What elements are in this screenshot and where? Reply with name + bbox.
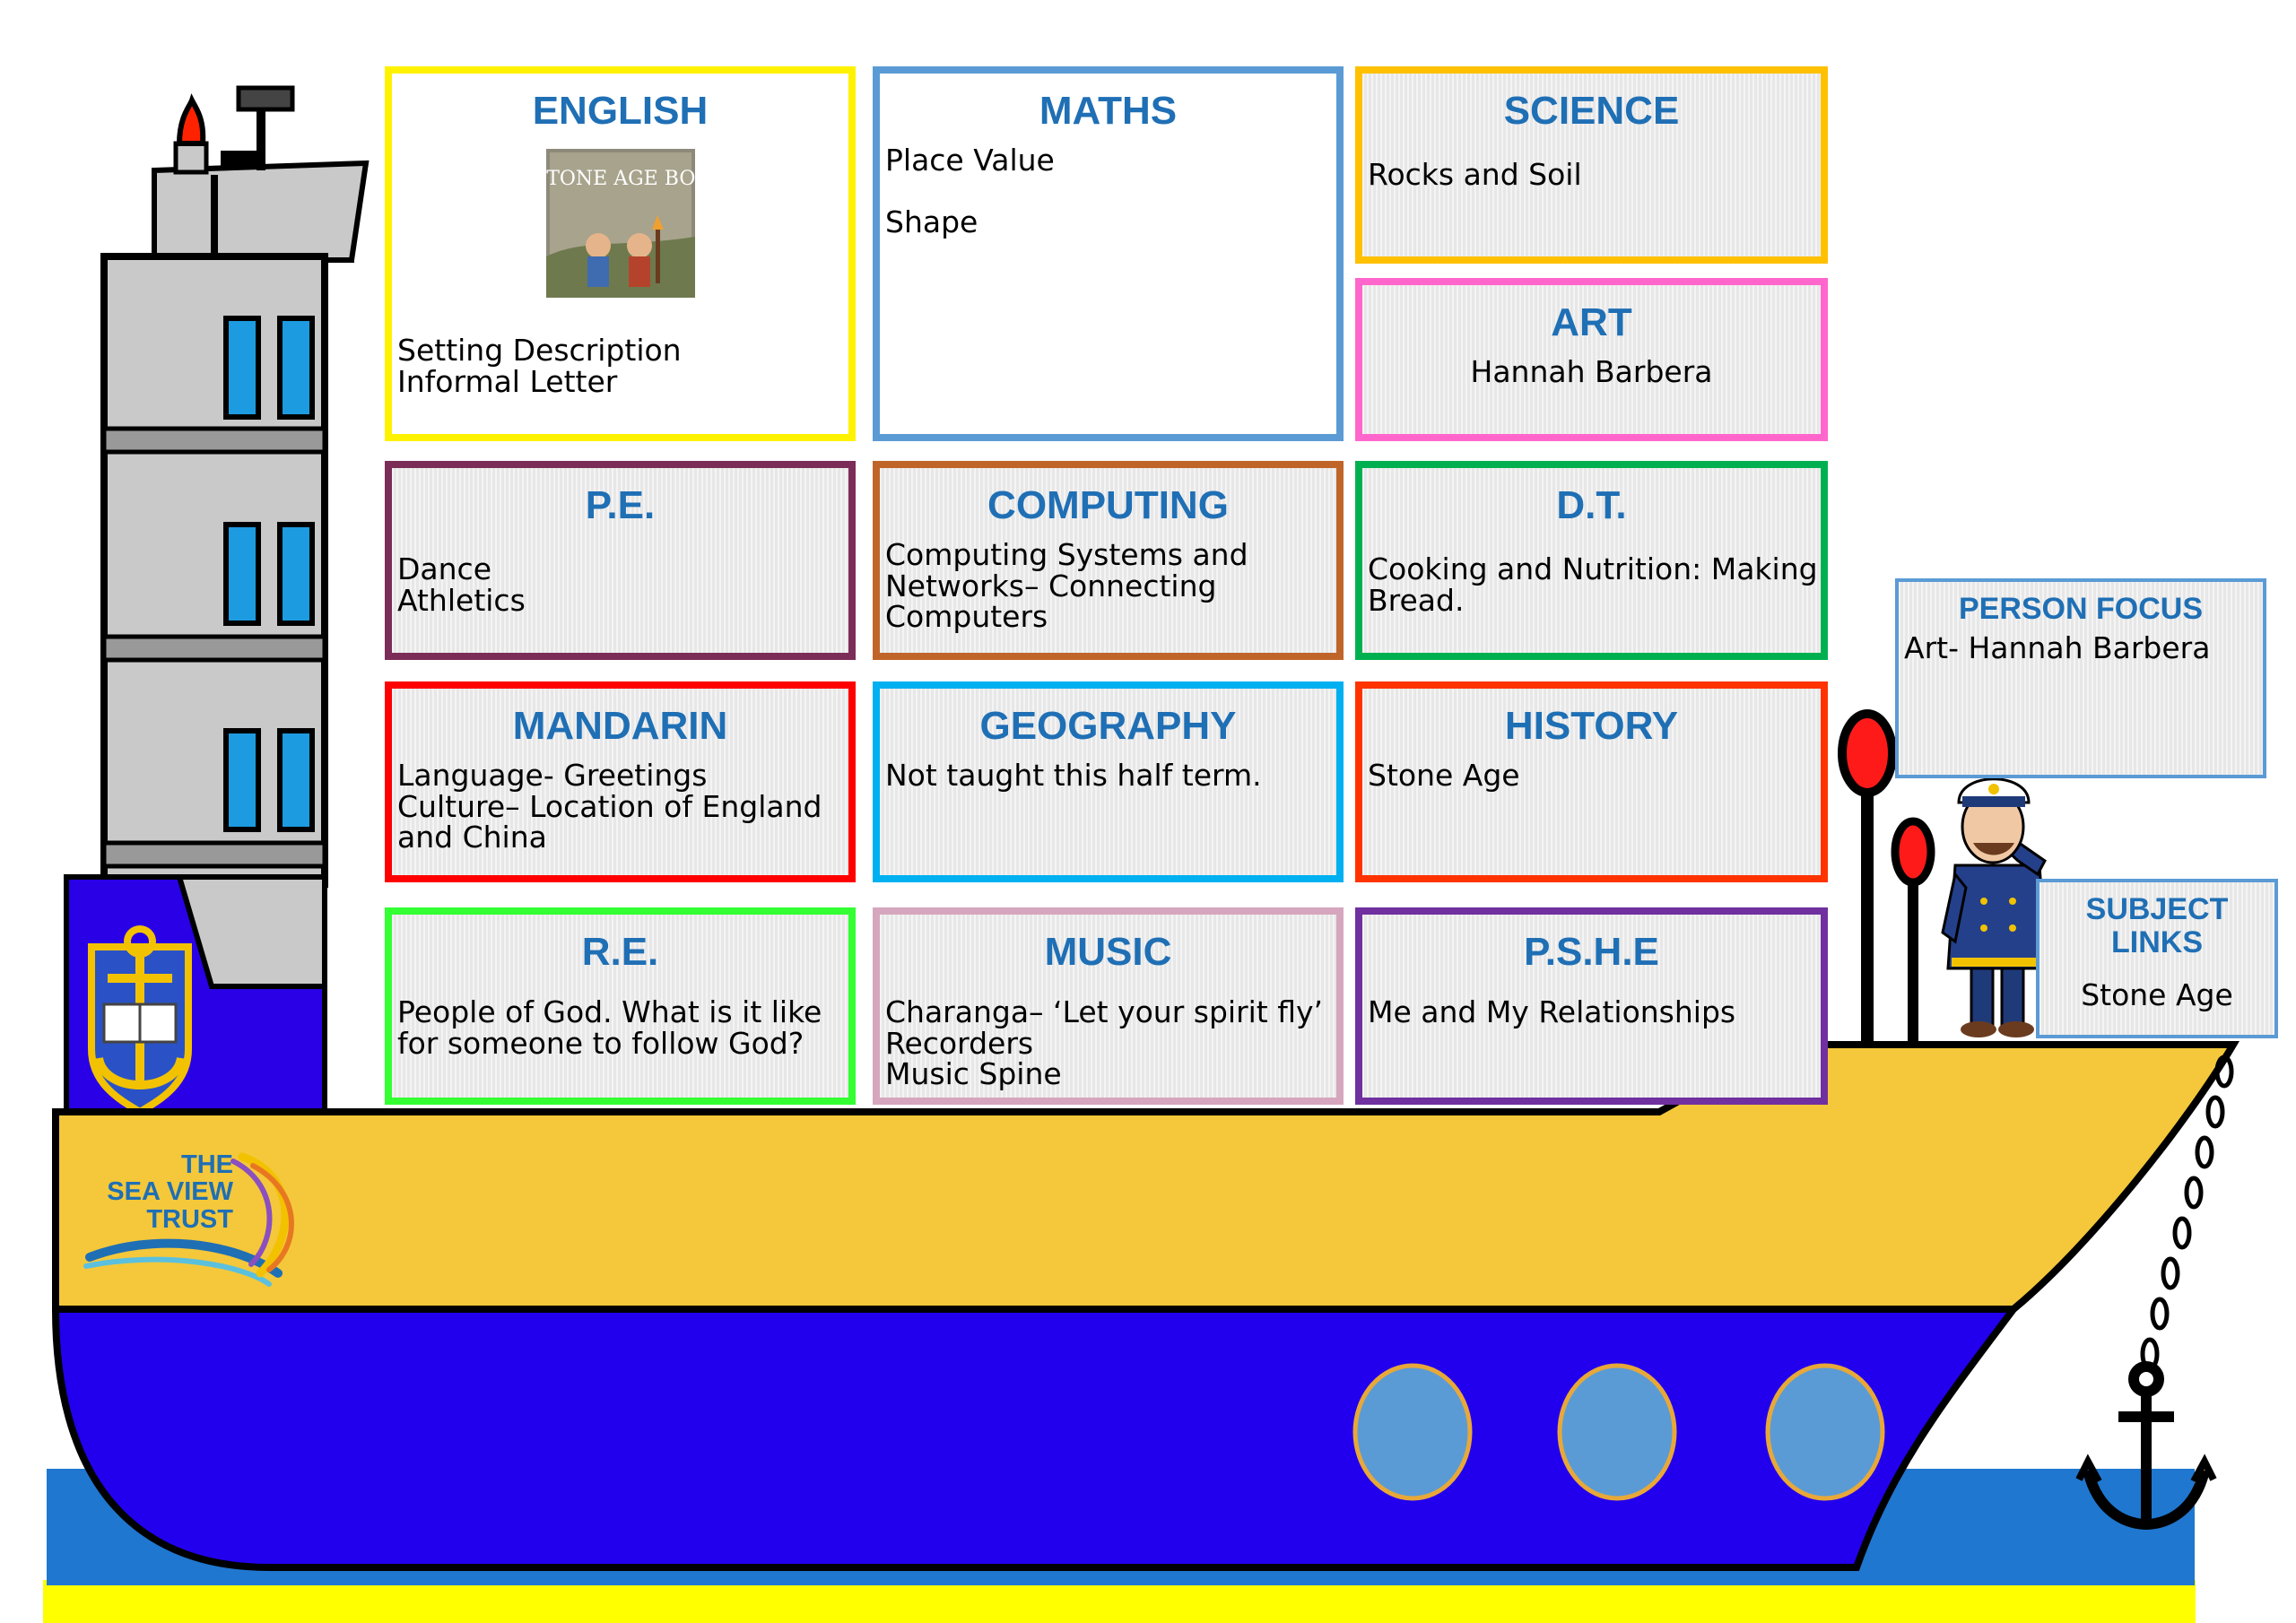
bow-masts <box>1838 709 1935 1045</box>
sea-view-trust-logo <box>83 1152 294 1287</box>
music-line: Music Spine <box>885 1056 1062 1092</box>
maths-box: MATHS Place Value Shape <box>873 66 1344 441</box>
music-line: Charanga– ‘Let your spirit fly’ <box>885 994 1324 1030</box>
subject-links-box: SUBJECT LINKS Stone Age <box>2036 879 2278 1038</box>
mandarin-box: MANDARIN Language- Greetings Culture– Lo… <box>385 681 856 882</box>
computing-line: Computing Systems and <box>885 537 1248 573</box>
english-line: Informal Letter <box>397 363 618 399</box>
science-title: SCIENCE <box>1503 89 1680 133</box>
person-focus-box: PERSON FOCUS Art- Hannah Barbera <box>1895 578 2266 778</box>
pshe-box: P.S.H.E Me and My Relationships <box>1355 907 1828 1105</box>
music-line: Recorders <box>885 1025 1034 1061</box>
dt-title: D.T. <box>1556 483 1627 527</box>
mandarin-line: Language- Greetings <box>397 758 708 794</box>
dt-line: Bread. <box>1368 582 1465 618</box>
computing-line: Computers <box>885 599 1048 635</box>
music-box: MUSIC Charanga– ‘Let your spirit fly’ Re… <box>873 907 1344 1105</box>
history-line: Stone Age <box>1368 758 1520 794</box>
art-box: ART Hannah Barbera <box>1355 278 1828 441</box>
ground-strip <box>43 1580 2196 1623</box>
mandarin-title: MANDARIN <box>512 704 728 748</box>
mandarin-line: Culture– Location of England <box>397 788 822 824</box>
dt-box: D.T. Cooking and Nutrition: Making Bread… <box>1355 461 1828 660</box>
english-title: ENGLISH <box>532 89 709 133</box>
geography-title: GEOGRAPHY <box>979 704 1237 748</box>
logo-line: THE <box>181 1150 233 1179</box>
science-line: Rocks and Soil <box>1368 157 1582 193</box>
person-focus-line: Art- Hannah Barbera <box>1904 630 2211 666</box>
pe-title: P.E. <box>585 483 656 527</box>
captain-figure <box>1941 777 2048 1037</box>
music-title: MUSIC <box>1044 930 1172 974</box>
computing-box: COMPUTING Computing Systems and Networks… <box>873 461 1344 660</box>
history-box: HISTORY Stone Age <box>1355 681 1828 882</box>
hull-lower <box>51 1306 2022 1571</box>
portholes <box>1352 1363 1885 1501</box>
pe-line: Dance <box>397 551 491 587</box>
book-cover-image: STONE AGE BOY <box>545 149 695 299</box>
re-line: People of God. What is it like <box>397 994 822 1030</box>
science-box: SCIENCE Rocks and Soil <box>1355 66 1828 264</box>
dt-line: Cooking and Nutrition: Making <box>1368 551 1818 587</box>
anchor-chain <box>2140 1055 2234 1371</box>
english-line: Setting Description <box>397 333 682 369</box>
pe-box: P.E. Dance Athletics <box>385 461 856 660</box>
geography-line: Not taught this half term. <box>885 758 1262 794</box>
hull-upper <box>52 1041 2239 1313</box>
art-title: ART <box>1551 300 1632 344</box>
subject-links-line: Stone Age <box>2081 976 2233 1012</box>
anchor-icon <box>2075 1361 2217 1531</box>
sea-view-trust-logo-text: THE SEA VIEW TRUST <box>99 1150 233 1234</box>
maths-line: Shape <box>885 204 978 239</box>
mandarin-line: and China <box>397 820 547 855</box>
maths-line: Place Value <box>885 143 1055 178</box>
book-title-text: STONE AGE BOY <box>546 168 695 190</box>
person-focus-title: PERSON FOCUS <box>1958 592 2204 626</box>
computing-line: Networks– Connecting <box>885 568 1217 603</box>
art-line: Hannah Barbera <box>1470 354 1713 390</box>
computing-title: COMPUTING <box>987 483 1229 527</box>
re-box: R.E. People of God. What is it like for … <box>385 907 856 1105</box>
maths-title: MATHS <box>1039 89 1178 133</box>
pe-line: Athletics <box>397 582 526 618</box>
re-title: R.E. <box>581 930 659 974</box>
crest-anchor-icon <box>88 925 192 1116</box>
pshe-title: P.S.H.E <box>1524 930 1659 974</box>
logo-line: SEA VIEW <box>107 1177 233 1207</box>
re-line: for someone to follow God? <box>397 1025 804 1061</box>
logo-line: TRUST <box>146 1204 233 1234</box>
history-title: HISTORY <box>1504 704 1679 748</box>
subject-links-title: SUBJECT LINKS <box>2085 892 2229 960</box>
english-box: ENGLISH STONE AGE BOY Setting Descriptio… <box>385 66 856 441</box>
pshe-line: Me and My Relationships <box>1368 994 1736 1030</box>
geography-box: GEOGRAPHY Not taught this half term. <box>873 681 1344 882</box>
